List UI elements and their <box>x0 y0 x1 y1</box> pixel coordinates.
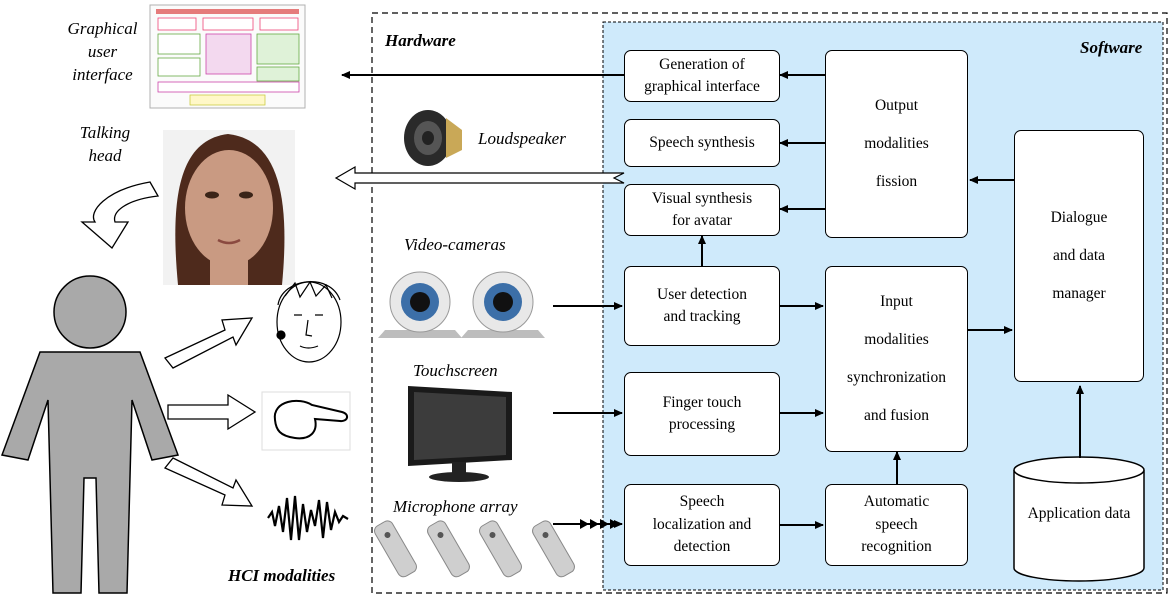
hardware-title: Hardware <box>385 31 456 50</box>
hollow-arrow-to-head <box>334 165 625 191</box>
generation-of-graphical-interface-box: Generation of graphical interface <box>624 50 780 102</box>
pointing-hand-icon <box>261 391 351 451</box>
microphone-array-arrowheads <box>580 519 619 529</box>
loudspeaker-icon <box>404 110 462 166</box>
person-silhouette <box>0 275 180 594</box>
gui-screenshot-thumbnail <box>149 4 306 109</box>
touchscreen-label: Touchscreen <box>413 361 498 380</box>
speech-synthesis-box: Speech synthesis <box>624 119 780 167</box>
speech-localization-box: Speech localization and detection <box>624 484 780 566</box>
loudspeaker-label: Loudspeaker <box>478 129 566 148</box>
hci-modalities-title: HCI modalities <box>228 566 336 585</box>
webcam-icon <box>378 271 462 338</box>
output-modalities-fission-box: Output modalities fission <box>825 50 968 238</box>
face-sketch-icon <box>276 280 342 363</box>
application-data-cylinder <box>1013 456 1145 582</box>
finger-touch-box: Finger touch processing <box>624 372 780 456</box>
microphone-icon <box>532 520 575 578</box>
input-modalities-fusion-box: Input modalities synchronization and fus… <box>825 266 968 452</box>
video-cameras-label: Video-cameras <box>404 235 506 254</box>
automatic-speech-recognition-box: Automatic speech recognition <box>825 484 968 566</box>
user-detection-box: User detection and tracking <box>624 266 780 346</box>
gui-label: Graphical user interface <box>67 19 138 84</box>
speech-waveform-icon <box>267 495 349 541</box>
curved-arrow-icon <box>80 181 160 249</box>
microphone-icon <box>374 520 417 578</box>
hollow-arrow-icon <box>167 393 257 431</box>
hollow-arrow-icon <box>163 317 254 369</box>
touchscreen-monitor-icon <box>408 386 512 482</box>
dialogue-data-manager-box: Dialogue and data manager <box>1014 130 1144 382</box>
microphone-icon <box>479 520 522 578</box>
hardware-region <box>371 12 1168 594</box>
hollow-arrow-icon <box>163 457 254 507</box>
talking-head-label: Talking head <box>79 123 131 165</box>
webcam-icon <box>461 271 545 338</box>
software-title: Software <box>1080 38 1143 57</box>
talking-head-face <box>163 130 295 285</box>
visual-synthesis-box: Visual synthesis for avatar <box>624 184 780 236</box>
application-data-label: Application data <box>1027 505 1131 522</box>
microphone-array-label: Microphone array <box>393 497 518 516</box>
microphone-icon <box>427 520 470 578</box>
